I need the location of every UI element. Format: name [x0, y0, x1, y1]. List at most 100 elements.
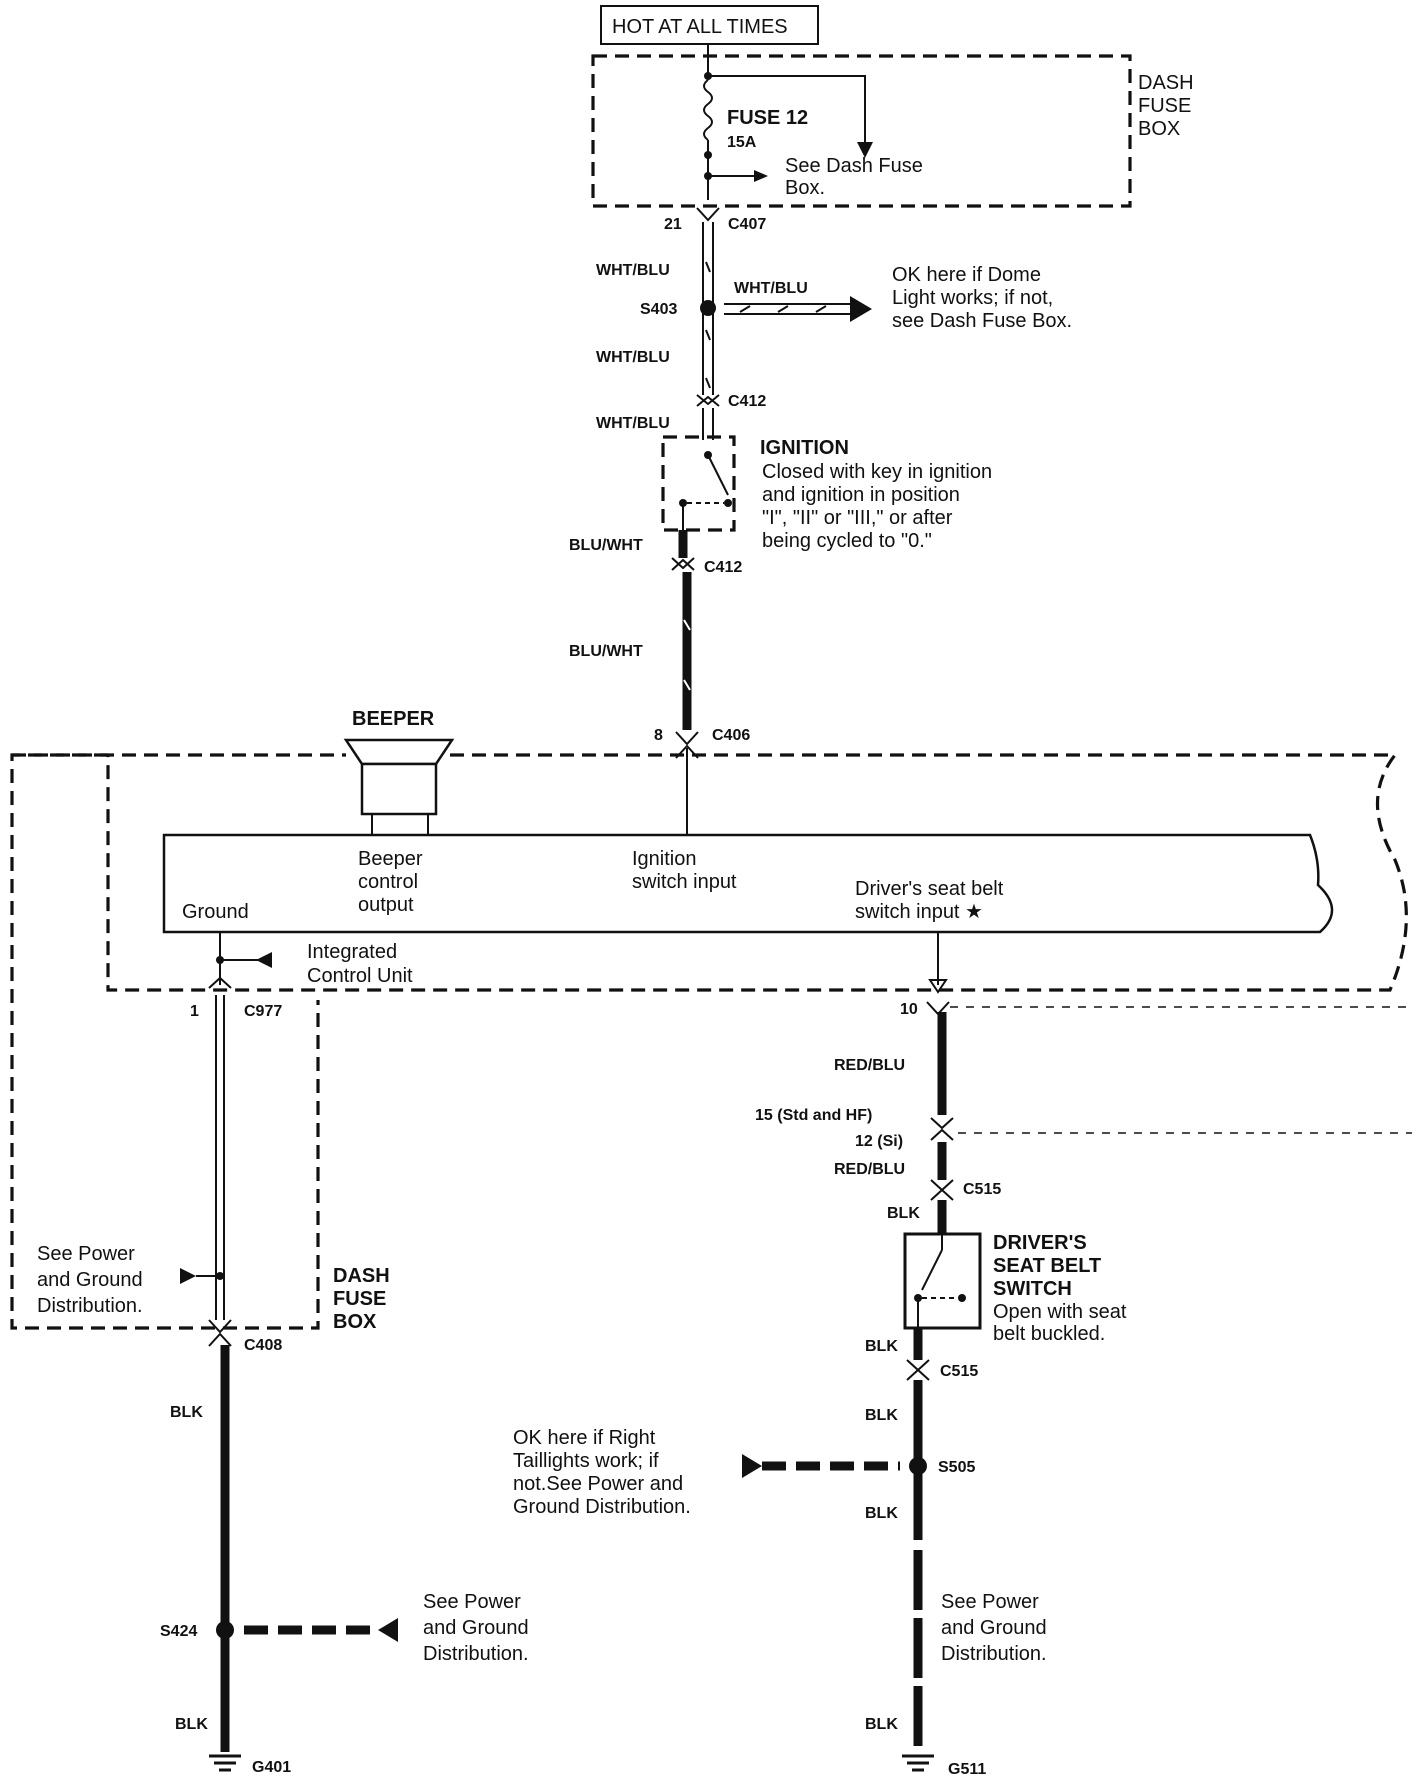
seat-belt-switch-contact [921, 1249, 943, 1291]
hot-at-all-times-box [600, 5, 819, 45]
icu-name-2: Control Unit [307, 965, 413, 987]
dash-fuse-box-left-line2: FUSE [333, 1288, 386, 1310]
c407-connector [696, 207, 720, 222]
icu-name-1: Integrated [307, 941, 397, 963]
pg-note-1-line3: Distribution. [37, 1295, 143, 1317]
c407-pin: 21 [664, 216, 682, 233]
icu-ground-label: Ground [182, 901, 249, 923]
taillight-note-line1: OK here if Right [513, 1427, 656, 1449]
s403-label: S403 [640, 301, 677, 318]
wire-red-blu-2: RED/BLU [834, 1161, 905, 1178]
dash-fuse-box-left-line1: DASH [333, 1265, 390, 1287]
ignition-line4: being cycled to "0." [762, 530, 932, 552]
c406-label: C406 [712, 727, 750, 744]
wire-wht-blu-branch: WHT/BLU [734, 280, 808, 297]
wire-blk-left-1: BLK [170, 1404, 203, 1421]
s403-splice [700, 300, 716, 316]
ignition-title: IGNITION [760, 437, 849, 459]
integrated-control-unit-outline [12, 753, 1408, 992]
seat-belt-line2: belt buckled. [993, 1323, 1105, 1345]
c515-top-connector [930, 1179, 954, 1201]
icu-beeper-out-2: control [358, 871, 418, 893]
pg-note-1-line1: See Power [37, 1243, 135, 1265]
seat-belt-title2: SEAT BELT [993, 1255, 1101, 1277]
pg-note-2-line3: Distribution. [423, 1643, 529, 1665]
pin-15-label: 15 (Std and HF) [755, 1107, 872, 1124]
ignition-line2: and ignition in position [762, 484, 960, 506]
s505-label: S505 [938, 1459, 975, 1476]
dash-fuse-box-top-line1: DASH [1138, 72, 1194, 94]
ignition-line1: Closed with key in ignition [762, 461, 992, 483]
pin-15-connector [930, 1117, 954, 1141]
taillight-note-line2: Taillights work; if [513, 1450, 659, 1472]
pg-note-3-line3: Distribution. [941, 1643, 1047, 1665]
icu-seat-in-1: Driver's seat belt [855, 878, 1004, 900]
beeper-horn [343, 738, 455, 766]
icu-beeper-out-1: Beeper [358, 848, 423, 870]
c412-bottom-label: C412 [704, 559, 742, 576]
ignition-switch-box [661, 435, 736, 532]
c515-bottom-connector [906, 1359, 930, 1381]
icu-ign-in-1: Ignition [632, 848, 697, 870]
c977-label: C977 [244, 1003, 282, 1020]
beeper-body [360, 762, 438, 816]
c977-connector [208, 976, 232, 989]
icu-name-arrow [256, 952, 272, 968]
beeper-label: BEEPER [352, 708, 435, 730]
ignition-switch-contact [707, 454, 729, 496]
icu-body [162, 833, 1334, 934]
wire-blu-wht-1: BLU/WHT [569, 537, 643, 554]
wire-red-blu-1: RED/BLU [834, 1057, 905, 1074]
dash-fuse-box-top-line3: BOX [1138, 118, 1180, 140]
dash-fuse-box-left-outline [10, 753, 320, 1330]
wire-wht-blu-3: WHT/BLU [596, 415, 670, 432]
s505-splice [909, 1457, 927, 1475]
c412-top-label: C412 [728, 393, 766, 410]
wire-blk-right-bottom: BLK [865, 1716, 898, 1733]
seat-belt-title3: SWITCH [993, 1278, 1072, 1300]
wire-blk-left-2: BLK [175, 1716, 208, 1733]
bus-branch-arrow [857, 142, 873, 158]
wire-blk-3: BLK [865, 1407, 898, 1424]
icu-seat-in-2: switch input ★ [855, 901, 983, 923]
dome-note-line3: see Dash Fuse Box. [892, 310, 1072, 332]
hot-at-all-times-label: HOT AT ALL TIMES [612, 16, 788, 38]
dome-note-line2: Light works; if not, [892, 287, 1053, 309]
c408-label: C408 [244, 1337, 282, 1354]
icu-beeper-out-3: output [358, 894, 414, 916]
wire-wht-blu-1: WHT/BLU [596, 262, 670, 279]
c412-top-connector [696, 394, 720, 407]
pg-note-2-line2: and Ground [423, 1617, 529, 1639]
wire-wht-blu-2: WHT/BLU [596, 349, 670, 366]
fuse-see-line1: See Dash Fuse [785, 155, 923, 177]
dome-branch-arrow [850, 296, 872, 322]
dome-note-line1: OK here if Dome [892, 264, 1041, 286]
fuse-name: FUSE 12 [727, 107, 808, 129]
wire-blk-1: BLK [887, 1205, 920, 1222]
pg-note-3-line2: and Ground [941, 1617, 1047, 1639]
fuse-see-box-arrow [754, 170, 768, 182]
seat-belt-title1: DRIVER'S [993, 1232, 1087, 1254]
ignition-line3: "I", "II" or "III," or after [762, 507, 953, 529]
fuse-see-line2: Box. [785, 177, 825, 199]
taillight-note-line3: not.See Power and [513, 1473, 683, 1495]
pg-note-1-arrow [180, 1268, 196, 1284]
fuse-rating: 15A [727, 134, 757, 151]
c515-top-label: C515 [963, 1181, 1001, 1198]
bus-branch-line [708, 75, 866, 148]
g511-ground-icon [902, 1754, 934, 1772]
pg-note-1-line2: and Ground [37, 1269, 143, 1291]
c412-bottom-connector [671, 557, 695, 571]
fuse-12-symbol [703, 79, 713, 141]
dash-fuse-box-top-line2: FUSE [1138, 95, 1191, 117]
c407-label: C407 [728, 216, 766, 233]
pg-note-2-line1: See Power [423, 1591, 521, 1613]
dash-fuse-box-top [591, 54, 1132, 208]
wire-blk-4: BLK [865, 1505, 898, 1522]
seat-belt-line1: Open with seat [993, 1301, 1127, 1323]
wire-blk-2: BLK [865, 1338, 898, 1355]
icu-ign-in-2: switch input [632, 871, 737, 893]
s424-splice [216, 1621, 234, 1639]
c515-bottom-label: C515 [940, 1363, 978, 1380]
